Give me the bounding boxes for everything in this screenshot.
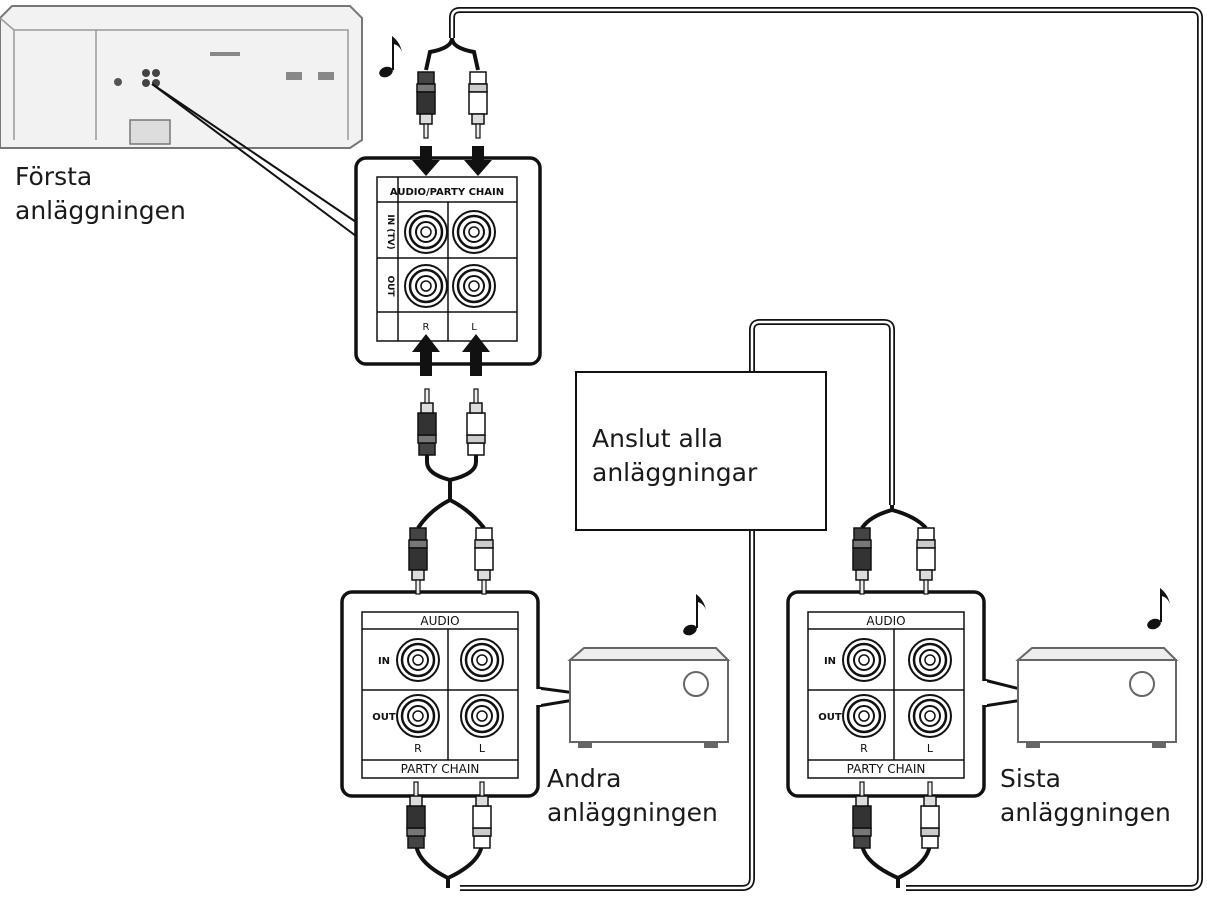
last-panel-footer: PARTY CHAIN: [847, 762, 926, 776]
second-panel-header: AUDIO: [420, 614, 459, 628]
last-unit-label-line1: Sista: [1000, 764, 1061, 793]
first-unit-label-line2: anläggningen: [15, 196, 186, 225]
first-unit-label: Första anläggningen: [15, 160, 186, 228]
last-panel-in-label: IN: [824, 656, 836, 667]
note-text: Anslut alla anläggningar: [592, 422, 757, 490]
last-unit-label-line2: anläggningen: [1000, 798, 1171, 827]
first-unit-label-line1: Första: [15, 162, 93, 191]
second-unit-label-line1: Andra: [547, 764, 622, 793]
music-note-icon-last: [1145, 588, 1170, 632]
top-panel-in-label: IN (TV): [385, 214, 395, 249]
cable-splits: [414, 37, 932, 888]
last-panel-out-label: OUT: [818, 712, 842, 723]
second-panel-footer: PARTY CHAIN: [401, 762, 480, 776]
last-connector-panel: AUDIO IN OUT R L PARTY CHAIN: [786, 590, 1049, 798]
music-note-icon-second: [681, 594, 706, 638]
last-panel-header: AUDIO: [866, 614, 905, 628]
first-unit-device: [0, 5, 363, 149]
last-panel-l-label: L: [927, 742, 934, 755]
second-connector-panel: AUDIO IN OUT R L PARTY CHAIN: [340, 590, 599, 798]
note-text-line1: Anslut alla: [592, 424, 724, 453]
top-input-plugs: [416, 71, 488, 139]
second-panel-l-label: L: [479, 742, 486, 755]
top-connector-panel: AUDIO/PARTY CHAIN IN (TV) OUT R L: [354, 156, 542, 366]
top-panel-r-label: R: [423, 322, 430, 333]
arrow-down-icon: [412, 146, 492, 176]
last-unit-label: Sista anläggningen: [1000, 762, 1171, 830]
music-note-icon: [377, 36, 402, 80]
second-panel-r-label: R: [414, 742, 422, 755]
last-panel-r-label: R: [860, 742, 868, 755]
second-unit-label-line2: anläggningen: [547, 798, 718, 827]
second-panel-out-label: OUT: [372, 712, 396, 723]
top-panel-header: AUDIO/PARTY CHAIN: [390, 187, 504, 198]
second-panel-in-label: IN: [378, 656, 390, 667]
second-unit-label: Andra anläggningen: [547, 762, 718, 830]
note-box: [575, 371, 827, 531]
stereo-unit-icon: [567, 647, 731, 748]
zoom-callout-lines: [151, 83, 357, 237]
cable-return-inner: [450, 8, 1202, 890]
top-output-plugs: [417, 388, 486, 456]
second-input-plugs: [408, 527, 494, 595]
speaker-system-icon: [1015, 647, 1179, 748]
top-panel-out-label: OUT: [385, 275, 395, 297]
arrow-up-icon: [412, 334, 490, 376]
top-panel-l-label: L: [471, 322, 477, 333]
last-input-plugs: [852, 527, 936, 595]
note-text-line2: anläggningar: [592, 458, 758, 487]
